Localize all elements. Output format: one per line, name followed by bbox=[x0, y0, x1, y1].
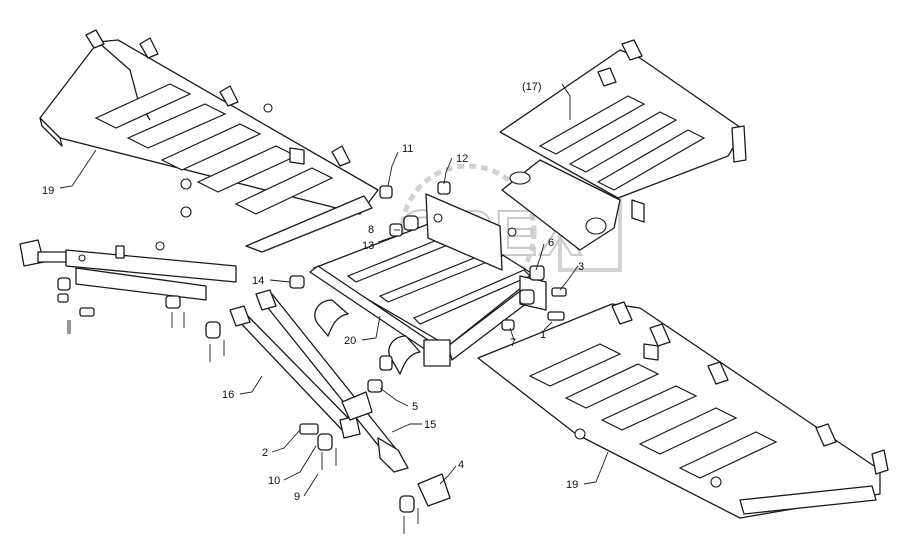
callout-19: 19 bbox=[566, 479, 578, 491]
callout-15: 15 bbox=[424, 419, 436, 431]
adjustable-link[interactable] bbox=[19, 239, 237, 301]
bolt-2[interactable] bbox=[299, 423, 319, 435]
frame-17[interactable] bbox=[499, 39, 747, 251]
callout-11: 11 bbox=[402, 143, 413, 155]
callout-12: 12 bbox=[456, 153, 468, 165]
bolt[interactable] bbox=[79, 307, 95, 317]
leader-lines bbox=[59, 83, 609, 497]
callout-4: 4 bbox=[458, 459, 464, 471]
callout-16: 16 bbox=[222, 389, 234, 401]
strut-16[interactable] bbox=[229, 305, 361, 439]
pin[interactable] bbox=[57, 277, 71, 291]
bushing-14[interactable] bbox=[289, 275, 305, 289]
bush-13[interactable] bbox=[403, 215, 419, 231]
central-frame-20[interactable] bbox=[309, 193, 547, 375]
nut-11[interactable] bbox=[379, 185, 393, 199]
pin[interactable] bbox=[57, 293, 69, 303]
bolt[interactable] bbox=[519, 289, 535, 305]
pin[interactable] bbox=[399, 495, 415, 513]
callout-3: 3 bbox=[578, 261, 584, 273]
bush-7[interactable] bbox=[501, 319, 515, 331]
callout-8: 8 bbox=[368, 224, 374, 236]
frame-18[interactable] bbox=[39, 29, 379, 253]
frame-19[interactable] bbox=[477, 301, 889, 519]
toplink-15[interactable] bbox=[255, 289, 409, 473]
bolt-3[interactable] bbox=[551, 287, 567, 297]
callout-18: 19 bbox=[42, 185, 54, 197]
callout-17: (17) bbox=[522, 81, 542, 93]
callout-2: 2 bbox=[262, 447, 268, 459]
washer-5[interactable] bbox=[367, 379, 383, 393]
pin-10[interactable] bbox=[205, 321, 221, 339]
pin-10[interactable] bbox=[317, 433, 333, 451]
callout-6: 6 bbox=[548, 237, 554, 249]
callout-5: 5 bbox=[412, 401, 418, 413]
callout-9: 9 bbox=[294, 491, 300, 503]
callout-13: 13 bbox=[362, 240, 374, 252]
bolt-1[interactable] bbox=[547, 311, 565, 321]
pin[interactable] bbox=[165, 295, 181, 309]
callout-7: 7 bbox=[510, 337, 516, 349]
callout-14: 14 bbox=[252, 275, 264, 287]
callout-10: 10 bbox=[268, 475, 280, 487]
callout-20: 20 bbox=[344, 335, 356, 347]
clip[interactable] bbox=[379, 355, 393, 371]
callout-1: 1 bbox=[540, 329, 546, 341]
callout-labels: 19 (17) 19 20 11 12 8 13 14 6 3 1 7 5 15… bbox=[42, 81, 584, 503]
